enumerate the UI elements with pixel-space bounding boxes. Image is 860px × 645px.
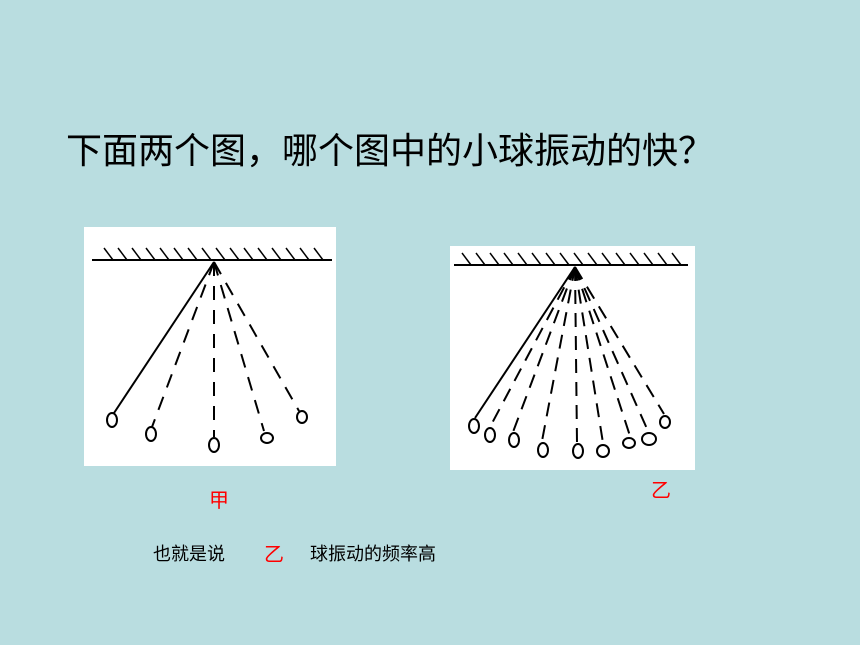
string-dashed xyxy=(512,266,576,433)
string-dashed xyxy=(574,266,631,437)
hatch-mark xyxy=(545,252,556,266)
string-dashed xyxy=(213,261,300,412)
hatch-mark xyxy=(615,252,626,266)
hatch-mark xyxy=(285,247,296,261)
hatch-mark xyxy=(201,247,212,261)
hatch-mark xyxy=(629,252,640,266)
hatch-mark xyxy=(131,247,142,261)
string-dashed xyxy=(574,266,649,432)
hatch-mark xyxy=(643,252,654,266)
ceiling-hatch xyxy=(103,247,324,261)
pendulum-ball xyxy=(641,432,657,446)
hatch-mark xyxy=(531,252,542,266)
string-dashed xyxy=(574,266,578,444)
string-dashed xyxy=(489,266,576,428)
hatch-mark xyxy=(159,247,170,261)
hatch-mark xyxy=(271,247,282,261)
hatch-mark xyxy=(229,247,240,261)
pendulum-ball xyxy=(622,437,636,449)
pendulum-ball xyxy=(145,426,157,442)
pendulum-ball xyxy=(537,442,549,458)
pendulum-figure-a xyxy=(84,227,336,466)
pendulum-ball xyxy=(296,410,308,424)
hatch-mark xyxy=(145,247,156,261)
hatch-mark xyxy=(671,252,682,266)
hatch-mark xyxy=(475,252,486,266)
hatch-mark xyxy=(257,247,268,261)
hatch-mark xyxy=(517,252,528,266)
string-dashed xyxy=(541,266,576,442)
question-text: 下面两个图，哪个图中的小球振动的快？ xyxy=(66,131,715,172)
pendulum-ball xyxy=(659,415,671,429)
hatch-mark xyxy=(657,252,668,266)
pendulum-ball xyxy=(260,432,274,444)
string-dashed xyxy=(213,261,265,432)
string-solid xyxy=(113,261,215,414)
hatch-mark xyxy=(503,252,514,266)
pendulum-ball xyxy=(208,437,220,453)
hatch-mark xyxy=(559,252,570,266)
pendulum-ball xyxy=(484,427,496,443)
pendulum-figure-b xyxy=(450,246,695,470)
answer-blank: 乙 xyxy=(264,542,284,566)
hatch-mark xyxy=(215,247,226,261)
hatch-mark xyxy=(299,247,310,261)
pendulum-ball xyxy=(106,412,118,428)
string-dashed xyxy=(151,261,215,428)
answer-suffix: 球振动的频率高 xyxy=(310,544,436,565)
hatch-mark xyxy=(187,247,198,261)
pendulum-ball xyxy=(596,444,610,458)
pendulum-diagram-a xyxy=(92,247,332,453)
hatch-mark xyxy=(243,247,254,261)
pendulum-ball xyxy=(572,443,584,459)
hatch-mark xyxy=(103,247,114,261)
figure-label-b: 乙 xyxy=(651,478,671,502)
hatch-mark xyxy=(117,247,128,261)
hatch-mark xyxy=(313,247,324,261)
answer-prefix: 也就是说 xyxy=(153,544,225,565)
hatch-mark xyxy=(461,252,472,266)
pendulum-diagram-b xyxy=(454,252,688,459)
figure-label-a: 甲 xyxy=(209,488,229,512)
string-solid xyxy=(474,266,576,419)
string-dashed xyxy=(574,266,604,444)
hatch-mark xyxy=(573,252,584,266)
string-dashed xyxy=(574,266,665,415)
hatch-mark xyxy=(173,247,184,261)
pendulum-ball xyxy=(468,418,480,434)
hatch-mark xyxy=(587,252,598,266)
hatch-mark xyxy=(601,252,612,266)
ceiling-hatch xyxy=(461,252,682,266)
hatch-mark xyxy=(489,252,500,266)
pendulum-ball xyxy=(508,432,520,448)
